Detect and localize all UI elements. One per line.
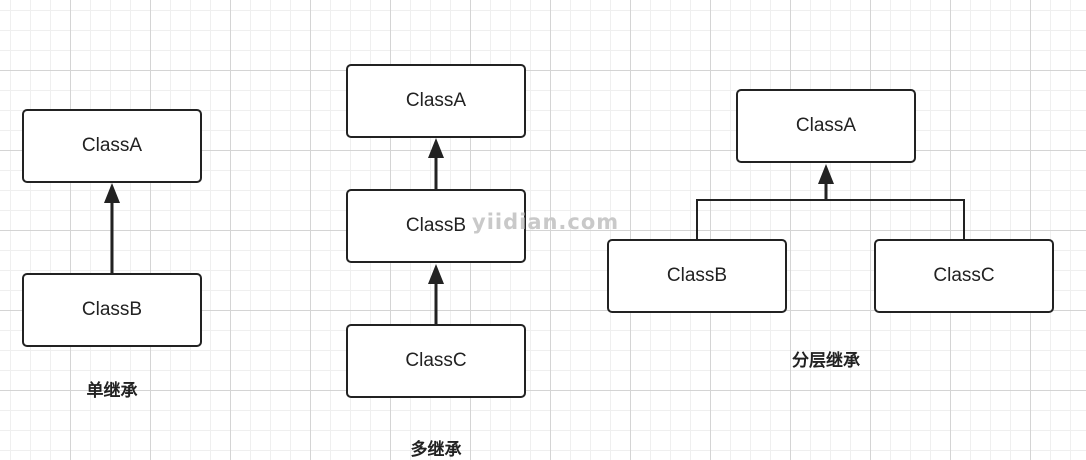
hierarchical-class-b-box[interactable]: ClassB [607, 239, 787, 313]
hierarchical-class-b-label: ClassB [666, 265, 728, 286]
hierarchical-class-a-box[interactable]: ClassA [736, 89, 916, 163]
multilevel-class-a-label: ClassA [405, 90, 467, 111]
watermark-text: yiidian.com [472, 210, 620, 234]
hierarchical-connector [696, 199, 965, 239]
single-class-b-box[interactable]: ClassB [22, 273, 202, 347]
multilevel-arrowhead-b [428, 264, 444, 284]
multilevel-inheritance-caption: 多继承 [410, 440, 462, 460]
multilevel-class-a-box[interactable]: ClassA [346, 64, 526, 138]
hierarchical-inheritance-caption: 分层继承 [792, 351, 860, 371]
hierarchical-class-a-label: ClassA [795, 115, 857, 136]
hierarchical-class-c-label: ClassC [933, 265, 995, 286]
single-class-b-label: ClassB [81, 299, 143, 320]
hierarchical-arrowhead [818, 164, 834, 184]
multilevel-class-c-label: ClassC [405, 350, 467, 371]
multilevel-class-b-box[interactable]: ClassB [346, 189, 526, 263]
multilevel-class-c-box[interactable]: ClassC [346, 324, 526, 398]
single-inheritance-caption: 单继承 [86, 381, 138, 401]
multilevel-arrowhead-a [428, 138, 444, 158]
single-class-a-box[interactable]: ClassA [22, 109, 202, 183]
multilevel-class-b-label: ClassB [405, 215, 467, 236]
single-inheritance-arrowhead [104, 183, 120, 203]
single-class-a-label: ClassA [81, 135, 143, 156]
hierarchical-class-c-box[interactable]: ClassC [874, 239, 1054, 313]
